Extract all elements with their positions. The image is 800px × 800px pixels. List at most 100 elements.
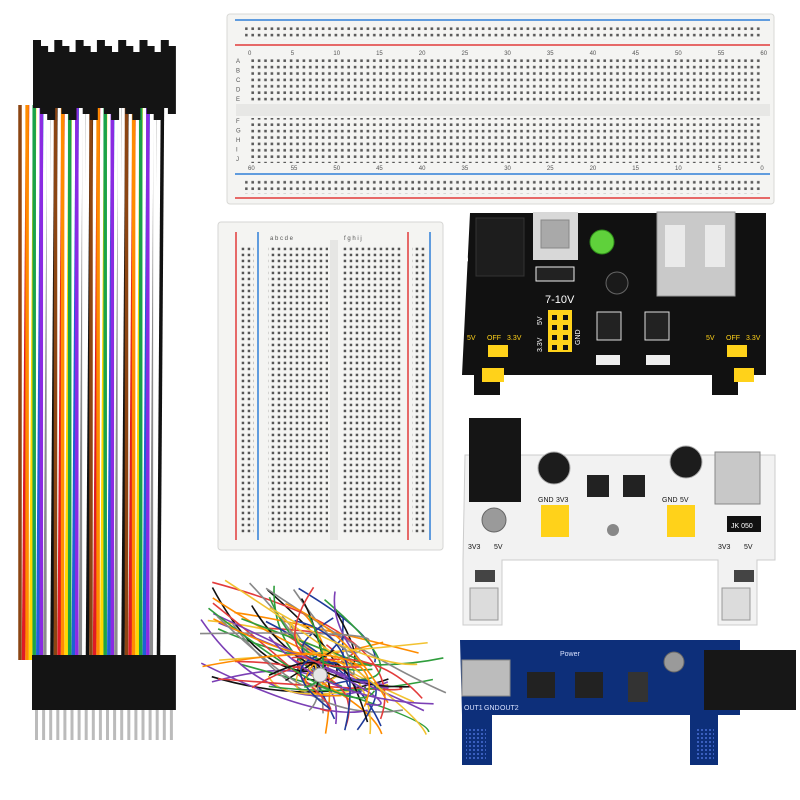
male-pin [63,710,67,740]
jumper-label: 5V [706,335,715,342]
dupont-connector [89,52,98,120]
power-led [589,229,615,255]
dupont-connector [131,655,141,710]
column-number: 45 [376,166,383,172]
jumper-label: OFF [487,335,501,342]
header-label: 5V [537,316,544,325]
pin-header [548,310,572,352]
pin-label: 5V [680,497,689,504]
small-breadboard-letters-left: a b c d e [270,236,294,242]
jumper-right [667,505,695,537]
column-number: 0 [248,51,252,57]
column-number: 35 [462,166,469,172]
column-number: 60 [760,51,767,57]
jumper-wire [200,662,368,714]
module-label: OUT1 [464,705,483,712]
jumper-wire [294,586,360,668]
dupont-connector [160,40,169,108]
column-number: 35 [547,51,554,57]
column-number: 15 [632,166,639,172]
switch-label: 3V3 [718,544,731,551]
jumper-wire-bundle [200,579,447,735]
fuse-label: JK 050 [731,523,753,530]
dc-jack [475,217,525,277]
jumper-label: OFF [726,335,740,342]
column-number: 40 [590,51,597,57]
dupont-connector [40,46,49,114]
mini-usb-port [714,451,761,505]
jumper-wire [202,653,370,707]
cable-tie [312,667,328,683]
row-letter: G [236,129,241,135]
column-number: 20 [590,166,597,172]
male-pin [141,710,145,740]
dc-jack [469,418,521,502]
dupont-connector [60,655,70,710]
dupont-connector [132,52,141,120]
dupont-connector [153,52,162,120]
dupont-connector [33,40,41,108]
jumper-wire [200,632,370,642]
jumper-wire [212,602,332,712]
jumper-label: 3.3V [507,335,522,342]
male-pin [155,710,159,740]
column-number: 55 [291,166,298,172]
dupont-connector [146,46,155,114]
dupont-connector [96,40,105,108]
dupont-connector [81,655,91,710]
small-breadboard-letters-right: f g h i j [344,236,362,242]
dupont-connector [138,655,148,710]
dupont-connector [139,40,148,108]
row-letter: F [236,119,240,125]
row-letter: E [236,97,240,103]
row-letter: I [236,148,238,154]
pin-label: GND [662,497,678,504]
dupont-connector [159,655,169,710]
dc-in-label: DC in [460,239,470,262]
column-number: 25 [462,51,469,57]
dupont-connector [68,52,77,120]
jumper-label: 5V [467,335,476,342]
male-pin [56,710,60,740]
row-letter: B [236,69,240,75]
jumper-label: 3.3V [746,335,761,342]
jumper-wire [269,606,418,666]
jumper-wire [294,619,351,731]
dupont-connector [117,655,127,710]
column-number: 25 [547,166,554,172]
column-number: 55 [718,51,725,57]
header-label: GND [575,329,582,345]
column-number: 50 [675,51,682,57]
column-number: 30 [504,166,511,172]
jumper-wire [265,620,382,727]
column-number: 10 [675,166,682,172]
column-number: 10 [333,51,340,57]
male-pin [84,710,88,740]
male-pin [148,710,152,740]
dupont-connector [125,46,134,114]
pin-label: GND [538,497,554,504]
mini-usb-port [461,659,511,697]
male-pin [77,710,81,740]
column-number: 0 [760,166,764,172]
dupont-connector [67,655,77,710]
switch-label: 5V [494,544,503,551]
row-letter: A [236,59,240,65]
male-pin [113,710,117,740]
dupont-connector [104,46,112,114]
dupont-connector [166,655,176,710]
module-label: Power [560,651,581,658]
column-number: 5 [291,51,295,57]
male-pin [98,710,102,740]
jumper-right [727,345,747,357]
dupont-connector [110,655,120,710]
column-number: 15 [376,51,383,57]
row-letter: J [236,157,239,163]
jumper-wire [268,636,434,705]
dupont-connector [61,46,70,114]
male-pin [91,710,95,740]
dc-jack [704,650,796,710]
